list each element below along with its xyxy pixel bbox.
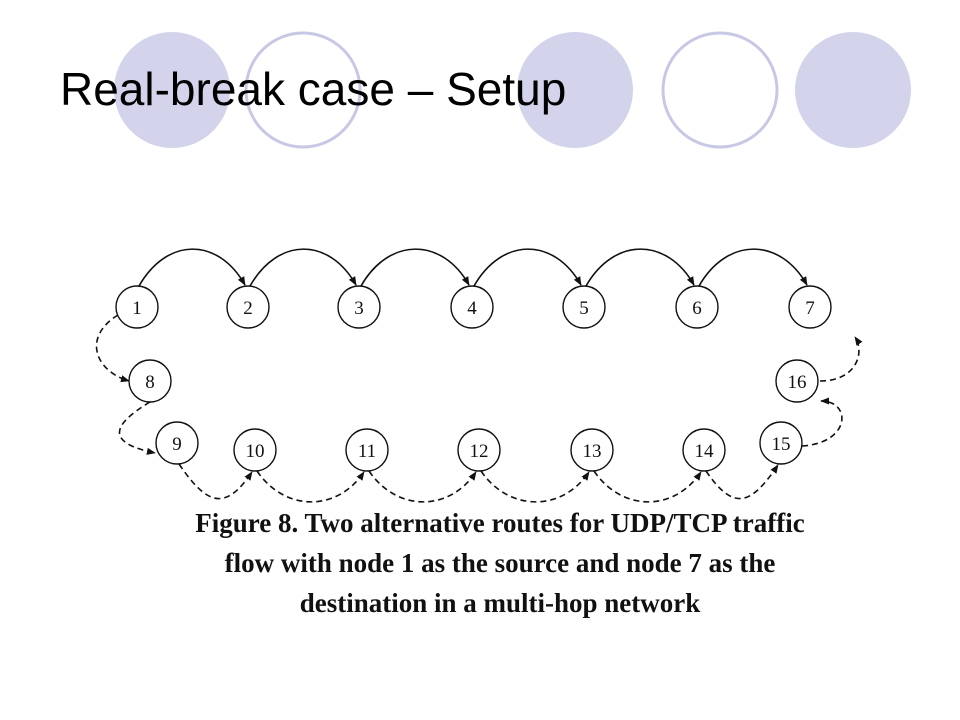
node-label: 7 [805,298,815,319]
solid-route-edge-6-7 [698,248,808,287]
dashed-route-edge-15-16 [801,397,843,447]
node-circle [337,285,381,329]
node-circle [675,285,719,329]
caption-line: Figure 8. Two alternative routes for UDP… [195,508,805,538]
node-circle [128,359,172,403]
node-circle [226,285,270,329]
decor-circle-outline [661,31,779,149]
dashed-route-edge-11-12 [368,470,477,503]
solid-route-edge-3-4 [360,248,470,287]
node-label: 15 [772,434,791,455]
network-node-9: 9 [155,421,199,465]
node-circle [562,285,606,329]
dashed-route-edge-13-14 [593,470,702,503]
node-circle [345,428,389,472]
dashed-route-edge-9-10 [178,463,253,500]
solid-route-edge-4-5 [473,248,582,287]
decor-circle-outline [244,31,362,149]
dashed-route-edge-10-11 [256,470,365,503]
dashed-route-edge-8-9 [118,401,156,455]
network-node-1: 1 [115,285,159,329]
network-node-3: 3 [337,285,381,329]
node-label: 12 [470,441,489,462]
dashed-route-edge-12-13 [480,470,590,503]
network-node-15: 15 [759,421,803,465]
network-node-12: 12 [457,428,501,472]
network-node-14: 14 [682,428,726,472]
network-node-6: 6 [675,285,719,329]
caption-line: flow with node 1 as the source and node … [224,548,776,578]
node-circle [155,421,199,465]
solid-route-edge-1-2 [138,248,246,287]
network-node-5: 5 [562,285,606,329]
solid-route-edge-5-6 [585,248,695,287]
node-circle [775,359,819,403]
network-node-2: 2 [226,285,270,329]
solid-route-edge-2-3 [249,248,357,287]
network-node-11: 11 [345,428,389,472]
node-label: 9 [172,434,182,455]
node-label: 6 [692,298,702,319]
node-circle [759,421,803,465]
node-label: 16 [788,372,807,393]
node-label: 4 [467,298,477,319]
node-label: 2 [243,298,253,319]
node-label: 10 [246,441,265,462]
network-node-4: 4 [450,285,494,329]
node-circle [570,428,614,472]
node-label: 13 [583,441,602,462]
figure-caption: Figure 8. Two alternative routes for UDP… [80,503,920,623]
node-circle [457,428,501,472]
page-title: Real-break case – Setup [60,63,567,115]
decor-circle-filled [517,32,633,148]
node-label: 1 [132,298,142,319]
node-label: 8 [145,372,155,393]
header-decoration [114,31,911,149]
node-circle [233,428,277,472]
network-node-13: 13 [570,428,614,472]
caption-line: destination in a multi-hop network [299,588,701,618]
network-node-16: 16 [775,359,819,403]
decor-circle-filled [795,32,911,148]
network-node-8: 8 [128,359,172,403]
dashed-route-edge-14-15 [705,464,779,500]
network-node-10: 10 [233,428,277,472]
dashed-route-edge-1-8 [95,314,130,383]
node-circle [788,285,832,329]
node-circle [115,285,159,329]
node-label: 3 [354,298,364,319]
node-circle [450,285,494,329]
node-label: 14 [695,441,715,462]
dashed-route-edge-16-7 [819,336,863,382]
network-node-7: 7 [788,285,832,329]
decor-circle-filled [114,32,230,148]
node-label: 11 [358,441,376,462]
node-circle [682,428,726,472]
node-label: 5 [579,298,589,319]
